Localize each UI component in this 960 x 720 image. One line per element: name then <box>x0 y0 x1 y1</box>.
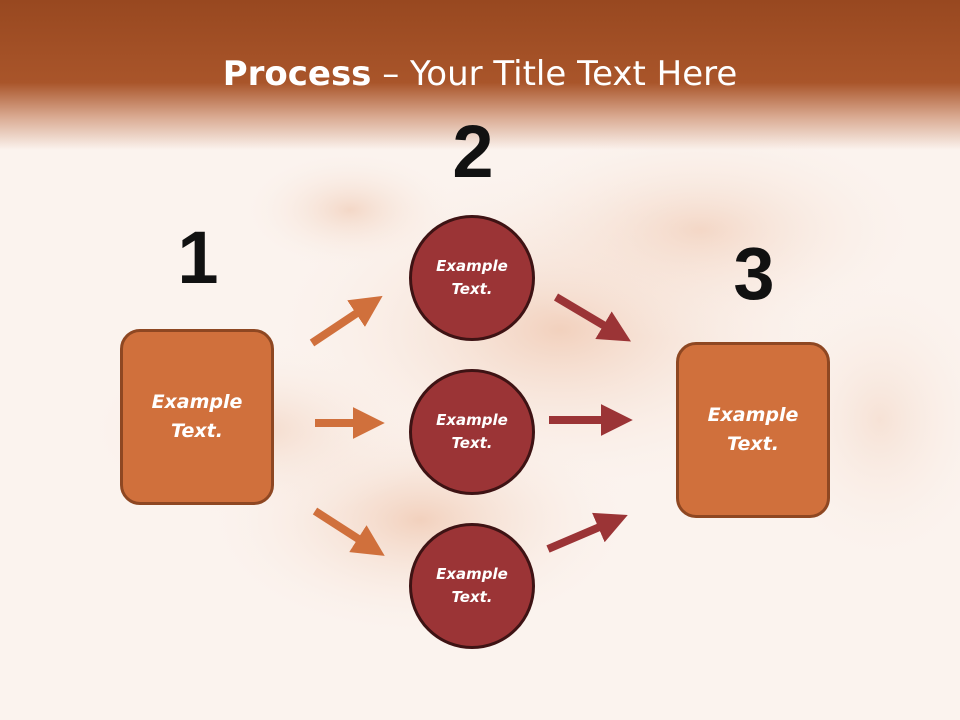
title-rest: – Your Title Text Here <box>371 54 738 94</box>
step-2-circle-2: Example Text. <box>409 369 535 495</box>
title-bar <box>0 0 960 150</box>
arrow-1-to-2a <box>309 295 383 347</box>
step-3-box: Example Text. <box>676 342 830 518</box>
arrow-2a-to-3 <box>553 293 632 342</box>
step-2-circle-1-text: Example Text. <box>436 257 508 298</box>
slide-title: Process – Your Title Text Here <box>0 52 960 96</box>
step-1-text: Example Text. <box>151 391 243 442</box>
step-3-number: 3 <box>733 232 775 315</box>
step-2-number: 2 <box>452 110 494 193</box>
step-3-text: Example Text. <box>707 404 799 455</box>
title-bold: Process <box>222 54 372 94</box>
step-2-circle-3-text: Example Text. <box>436 565 508 606</box>
step-2-circle-3: Example Text. <box>409 523 535 649</box>
step-1-box: Example Text. <box>120 329 274 505</box>
step-2-circle-2-text: Example Text. <box>436 411 508 452</box>
step-2-circle-1: Example Text. <box>409 215 535 341</box>
arrow-1-to-2c <box>312 507 385 556</box>
arrow-2c-to-3 <box>546 512 628 553</box>
step-1-number: 1 <box>177 216 219 299</box>
